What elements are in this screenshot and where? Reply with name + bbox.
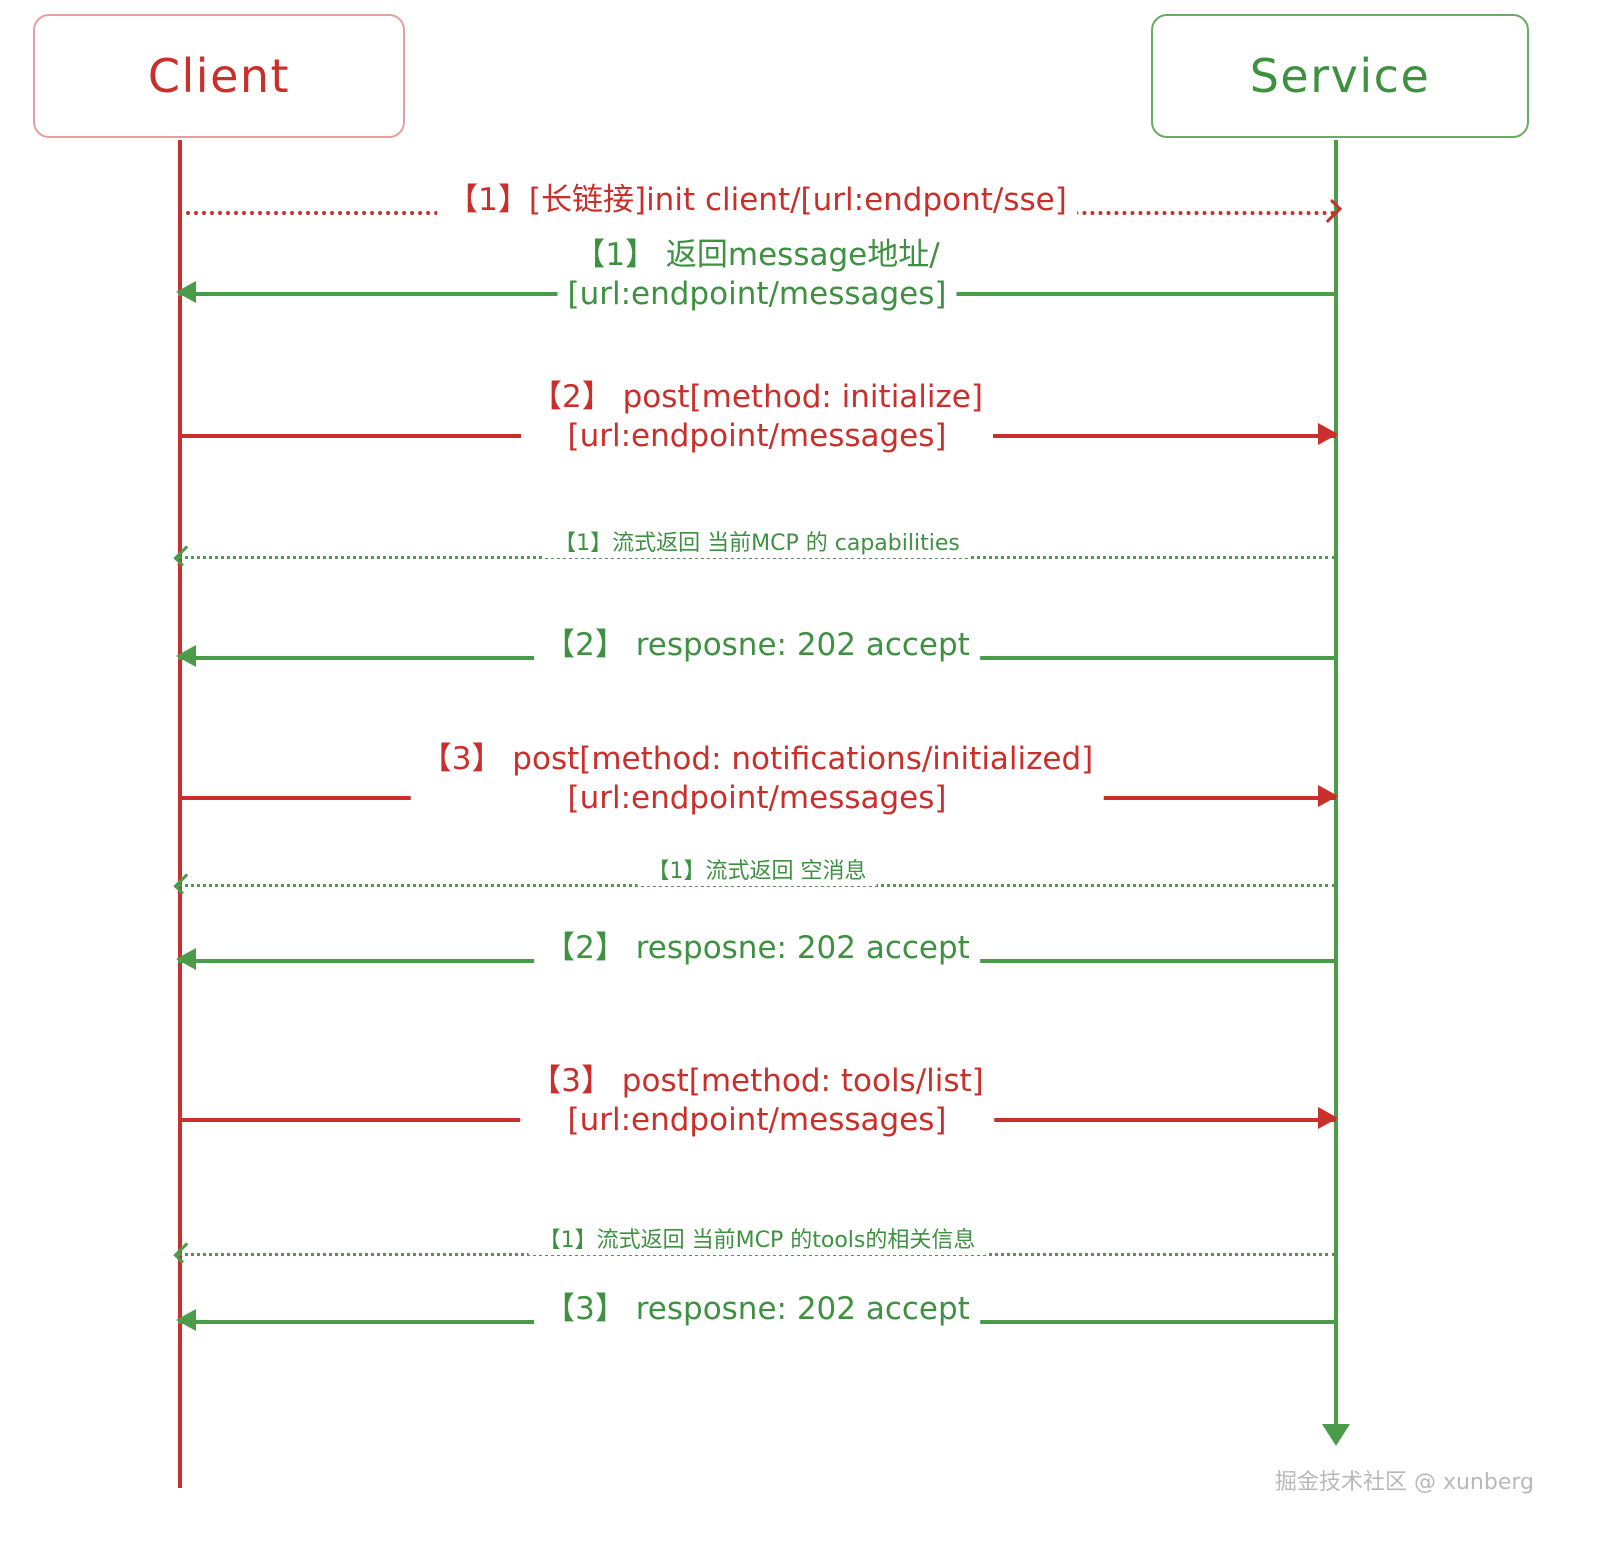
actor-label-client: Client — [147, 49, 291, 103]
actor-box-client[interactable]: Client — [33, 14, 405, 138]
message-2-label: 【1】 返回message地址/ [url:endpoint/messages] — [557, 236, 957, 315]
actor-label-service: Service — [1249, 49, 1431, 103]
message-6-label: 【3】 post[method: notifications/initializ… — [410, 740, 1104, 819]
watermark: 掘金技术社区 @ xunberg — [1274, 1470, 1534, 1495]
arrowhead-left-icon — [176, 1309, 196, 1331]
arrowhead-right-icon — [1317, 198, 1343, 224]
actor-box-service[interactable]: Service — [1151, 14, 1529, 138]
arrowhead-right-icon — [1318, 423, 1338, 445]
lifeline-client — [178, 140, 182, 1488]
message-7-label: 【1】流式返回 空消息 — [637, 858, 877, 886]
arrowhead-left-icon — [176, 645, 196, 667]
arrowhead-left-icon — [173, 873, 195, 895]
message-10-label: 【1】流式返回 当前MCP 的tools的相关信息 — [528, 1227, 986, 1255]
message-5-label: 【2】 resposne: 202 accept — [534, 626, 980, 666]
arrowhead-left-icon — [173, 545, 195, 567]
arrowhead-right-icon — [1318, 1107, 1338, 1129]
message-11-label: 【3】 resposne: 202 accept — [534, 1290, 980, 1330]
arrowhead-left-icon — [176, 948, 196, 970]
message-4-label: 【1】流式返回 当前MCP 的 capabilities — [544, 530, 970, 558]
message-1-label: 【1】[长链接]init client/[url:endpont/sse] — [437, 181, 1077, 221]
message-8-label: 【2】 resposne: 202 accept — [534, 929, 980, 969]
arrowhead-left-icon — [176, 281, 196, 303]
arrowhead-left-icon — [173, 1242, 195, 1264]
message-3-label: 【2】 post[method: initialize] [url:endpoi… — [521, 378, 993, 457]
message-9-label: 【3】 post[method: tools/list] [url:endpoi… — [520, 1062, 994, 1141]
arrowhead-right-icon — [1318, 785, 1338, 807]
lifeline-service-arrowhead-icon — [1322, 1424, 1350, 1446]
